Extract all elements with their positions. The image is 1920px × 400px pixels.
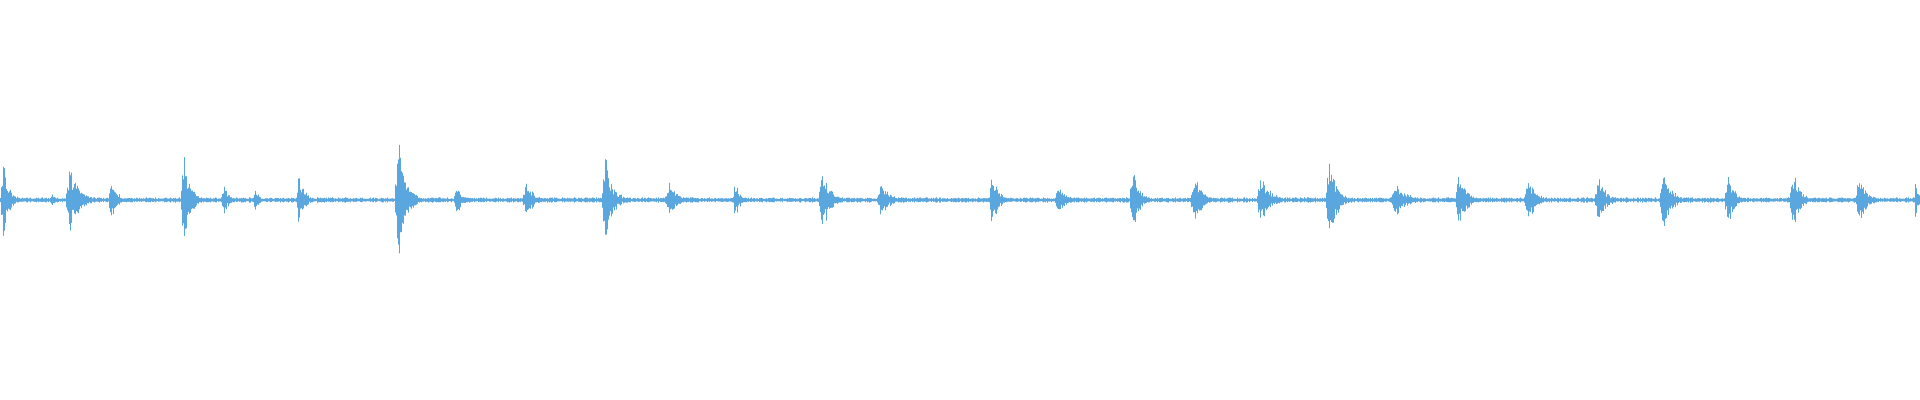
waveform-signal <box>0 144 1920 254</box>
